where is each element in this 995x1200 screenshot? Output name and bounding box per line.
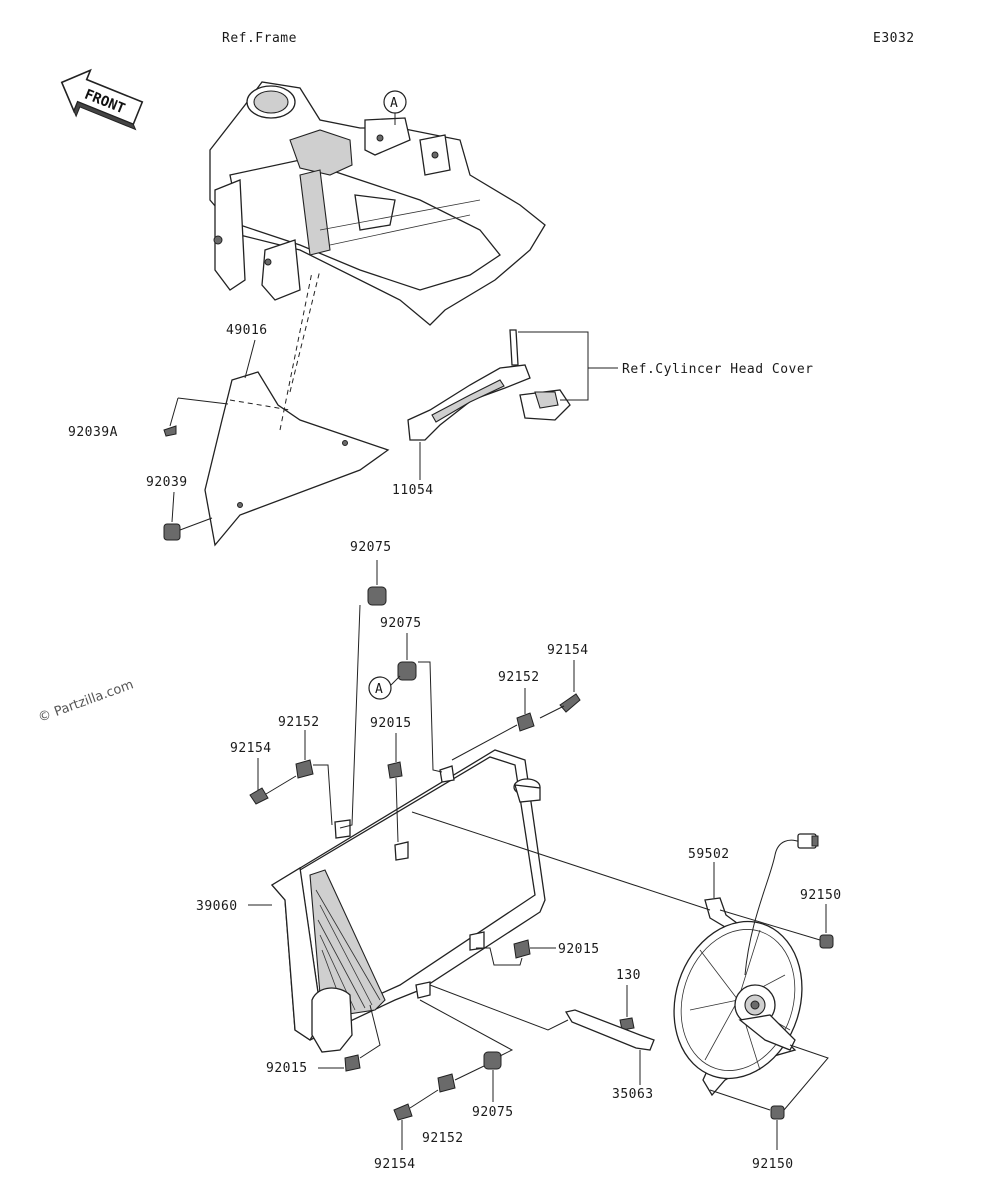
label-35063[interactable]: 35063: [612, 1087, 654, 1102]
label-130[interactable]: 130: [616, 968, 641, 983]
label-59502[interactable]: 59502: [688, 847, 730, 862]
nut-92150-lower[interactable]: [770, 1105, 785, 1120]
svg-text:A: A: [390, 96, 398, 111]
front-arrow-icon: FRONT: [60, 68, 144, 131]
bolt-130[interactable]: [619, 1017, 635, 1031]
svg-text:A: A: [375, 682, 383, 697]
clip-92039A[interactable]: [163, 425, 177, 437]
watermark-text: © Partzilla.com: [36, 677, 135, 725]
leader-92152-right: [451, 724, 518, 761]
label-92015-top[interactable]: 92015: [370, 716, 412, 731]
leader-92015-mid: [476, 947, 523, 966]
nut-92015-top[interactable]: [387, 761, 403, 779]
collar-92152-bottom[interactable]: [437, 1073, 456, 1093]
label-92154-right[interactable]: 92154: [547, 643, 589, 658]
bracket-ref-line: [518, 331, 589, 401]
leader-92039A: [169, 397, 179, 427]
label-92154-bottom[interactable]: 92154: [374, 1157, 416, 1172]
dash-shroud-frame: [289, 269, 321, 393]
callout-a-top[interactable]: A: [383, 90, 407, 125]
grommet-92039[interactable]: [163, 517, 213, 541]
bracket-11054[interactable]: [407, 329, 571, 441]
ref-frame-label[interactable]: Ref.Frame: [222, 31, 297, 46]
diagram-code: E3032: [873, 31, 915, 46]
collar-92152-left[interactable]: [295, 759, 314, 779]
label-11054[interactable]: 11054: [392, 483, 434, 498]
leader-92150-lower: [709, 1044, 829, 1111]
label-92150-upper[interactable]: 92150: [800, 888, 842, 903]
nut-92150-upper[interactable]: [819, 934, 834, 949]
label-92152-right[interactable]: 92152: [498, 670, 540, 685]
shroud-49016[interactable]: [204, 371, 390, 547]
grommet-92075-bottom[interactable]: [483, 1051, 502, 1070]
ref-cylinder-head-cover-label[interactable]: Ref.Cylincer Head Cover: [622, 362, 814, 377]
callout-a-lower[interactable]: A: [368, 675, 401, 700]
label-92075-bottom[interactable]: 92075: [472, 1105, 514, 1120]
bolt-92154-left[interactable]: [249, 775, 297, 805]
label-92154-left[interactable]: 92154: [230, 741, 272, 756]
label-92150-lower[interactable]: 92150: [752, 1157, 794, 1172]
grommet-92075-top[interactable]: [367, 586, 387, 606]
bracket-35063[interactable]: [564, 1009, 655, 1051]
fan-assembly-59502[interactable]: [654, 833, 821, 1097]
label-92152-bottom[interactable]: 92152: [422, 1131, 464, 1146]
label-92039A[interactable]: 92039A: [68, 425, 118, 440]
label-49016[interactable]: 49016: [226, 323, 268, 338]
label-39060[interactable]: 39060: [196, 899, 238, 914]
label-92015-low[interactable]: 92015: [266, 1061, 308, 1076]
leader-fan-radiator: [411, 811, 711, 911]
label-92152-left[interactable]: 92152: [278, 715, 320, 730]
leader-92152-left: [313, 764, 333, 826]
label-92039[interactable]: 92039: [146, 475, 188, 490]
leader-92075-top-radiator: [339, 604, 361, 829]
label-92015-mid[interactable]: 92015: [558, 942, 600, 957]
label-92075-mid[interactable]: 92075: [380, 616, 422, 631]
bolt-92154-bottom[interactable]: [393, 1089, 439, 1121]
nut-92015-mid[interactable]: [513, 939, 531, 959]
frame-assembly[interactable]: [209, 81, 546, 326]
grommet-92075-mid[interactable]: [397, 661, 417, 681]
collar-92152-right[interactable]: [516, 712, 535, 732]
leader-92015-low: [359, 1004, 381, 1059]
nut-92015-low[interactable]: [344, 1054, 361, 1072]
leader-35063-radiator: [429, 984, 569, 1031]
leader-92075-mid-radiator: [418, 661, 443, 773]
label-92075-top[interactable]: 92075: [350, 540, 392, 555]
bolt-92154-right[interactable]: [539, 693, 581, 719]
leader-92075-bottom: [419, 999, 514, 1057]
leader-49016: [244, 339, 256, 379]
radiator-39060[interactable]: [271, 749, 546, 1053]
